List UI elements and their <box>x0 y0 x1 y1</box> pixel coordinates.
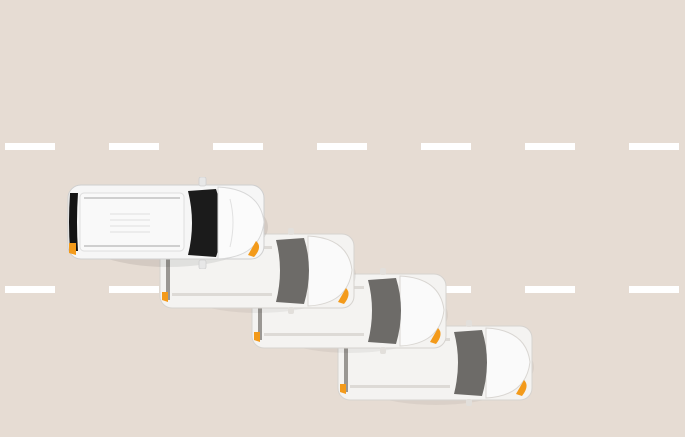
lane-dash <box>5 286 55 293</box>
lane-dash <box>109 286 159 293</box>
lane-dash <box>629 143 679 150</box>
lane-dash <box>525 143 575 150</box>
lane-dash <box>5 143 55 150</box>
lane-dash <box>109 143 159 150</box>
lane-dash <box>629 286 679 293</box>
lane-dash <box>317 143 367 150</box>
lane-dash <box>421 143 471 150</box>
lane-dash <box>213 143 263 150</box>
lead-car <box>67 177 268 269</box>
lane-dash <box>525 286 575 293</box>
